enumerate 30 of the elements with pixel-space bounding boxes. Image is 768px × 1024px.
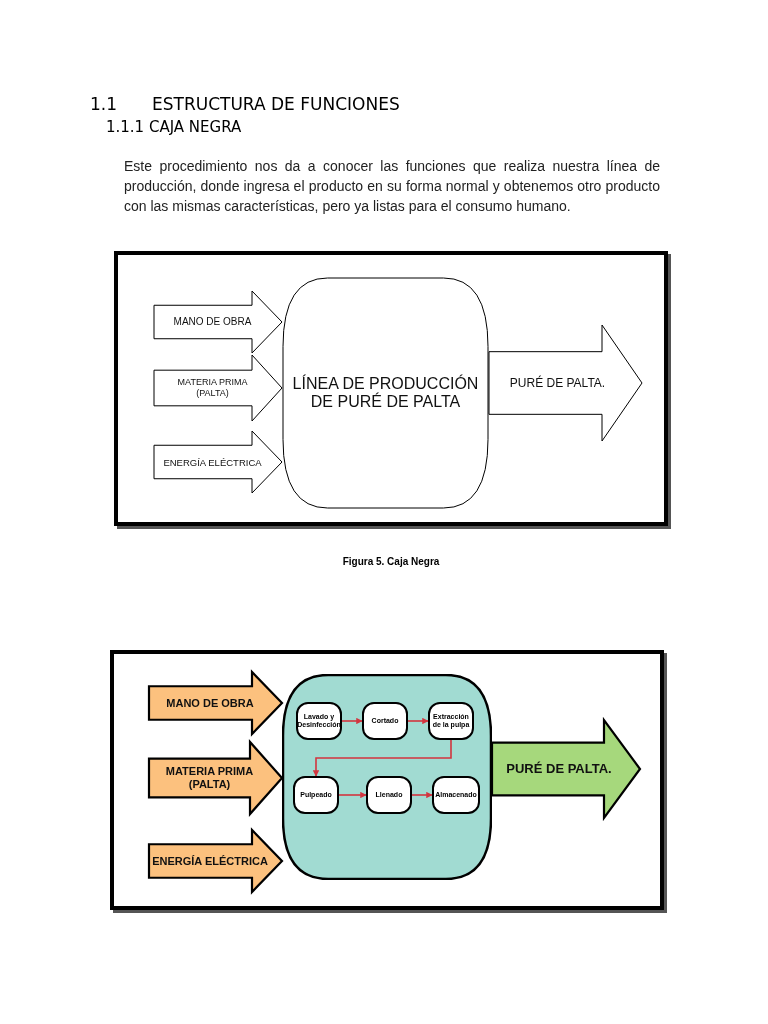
figure-caption: Figura 5. Caja Negra	[341, 556, 441, 567]
arrow	[411, 791, 433, 799]
edge-label: MANO DE OBRA	[172, 316, 253, 328]
figure-frame	[110, 650, 664, 910]
section-number: 1.1	[90, 94, 118, 114]
block-arrow	[153, 354, 283, 422]
edge-label: MANO DE OBRA	[165, 696, 255, 710]
subsection-heading: 1.1.1 CAJA NEGRA	[106, 118, 242, 136]
block-arrow	[147, 669, 284, 737]
arrow	[407, 717, 429, 725]
arrow	[312, 739, 452, 777]
block-arrow	[153, 290, 283, 354]
arrow	[338, 791, 367, 799]
body-paragraph: Este procedimiento nos da a conocer las funciones que realiza nuestra línea de producción, donde ingresa el producto en su forma normal y obtenemos otro producto con las mismas características, pero ya listas para el consumo humano.	[124, 157, 660, 216]
process-box	[282, 674, 492, 880]
block-arrow	[490, 716, 642, 822]
block-arrow	[153, 430, 283, 494]
block-arrow	[147, 739, 284, 817]
edge-label: MATERIA PRIMA (PALTA)	[176, 377, 249, 399]
process-box: LÍNEA DE PRODUCCIÓN DE PURÉ DE PALTA	[282, 277, 489, 509]
block-arrow	[488, 324, 643, 442]
section-heading: ESTRUCTURA DE FUNCIONES	[152, 94, 400, 114]
edge-label: MATERIA PRIMA (PALTA)	[164, 765, 255, 792]
edge-label: ENERGÍA ELÉCTRICA	[152, 854, 268, 868]
edge-label: PURÉ DE PALTA.	[508, 376, 607, 391]
edge-label: PURÉ DE PALTA.	[505, 761, 613, 777]
edge-label: ENERGÍA ELÉCTRICA	[162, 456, 263, 468]
block-arrow	[147, 827, 284, 895]
figure-frame	[114, 251, 668, 526]
arrow	[341, 717, 363, 725]
